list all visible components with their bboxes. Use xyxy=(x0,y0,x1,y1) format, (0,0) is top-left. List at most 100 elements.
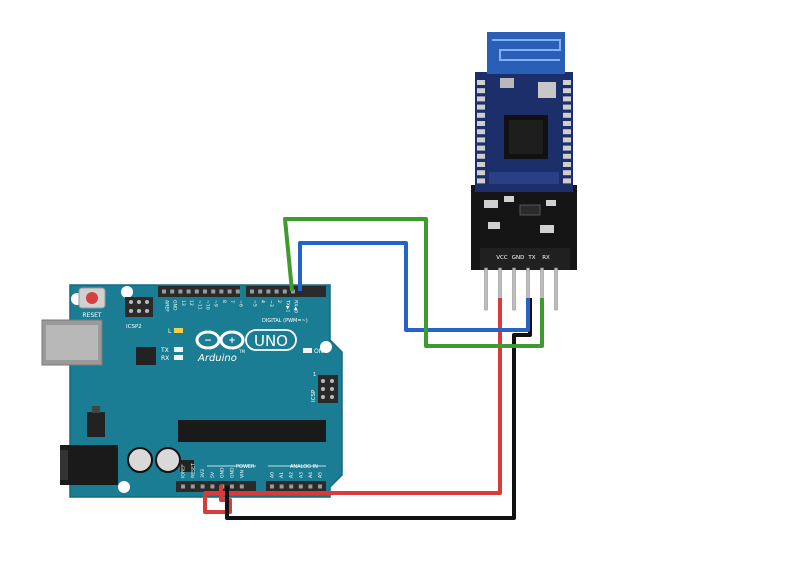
castellated-pad xyxy=(563,121,571,126)
header-pin xyxy=(194,289,199,294)
wires xyxy=(203,217,544,520)
antenna-trace xyxy=(492,39,561,61)
digital-pin-label: ~6 xyxy=(237,300,243,307)
power-pin-label: 3V3 xyxy=(200,469,206,478)
castellated-pad xyxy=(477,145,485,151)
dc-jack xyxy=(60,445,118,485)
digital-pin-label: ~9 xyxy=(213,300,219,307)
power-header xyxy=(176,481,256,492)
digital-pin-label: 12 xyxy=(188,300,194,306)
header-pin xyxy=(200,484,205,489)
castellated-pad xyxy=(477,121,485,126)
power-pin-label: GND xyxy=(230,467,236,478)
module-pins xyxy=(484,267,558,311)
header-pin xyxy=(279,484,284,489)
castellated-pad xyxy=(563,112,571,118)
digital-pin-label: 13 xyxy=(180,300,186,306)
header-pin xyxy=(162,289,166,294)
model-label: UNO xyxy=(254,332,288,350)
header-pin xyxy=(282,289,287,294)
castellated-pad xyxy=(563,153,571,159)
header-pin xyxy=(291,289,295,294)
analog-pin-label: A2 xyxy=(289,472,295,478)
board-pcb xyxy=(69,284,343,498)
svg-text:L: L xyxy=(168,328,172,335)
header-pin xyxy=(274,289,279,294)
analog-label: ANALOG IN xyxy=(290,464,318,470)
header-pin xyxy=(178,289,183,294)
header-pin xyxy=(210,484,215,489)
wire-rx-to-d3 xyxy=(283,217,544,348)
header-pin xyxy=(270,484,274,489)
header-pin xyxy=(211,289,216,294)
icsp-header xyxy=(318,375,338,403)
module-header-pin xyxy=(484,267,488,311)
svg-text:TM: TM xyxy=(238,349,245,354)
led-on xyxy=(303,348,312,353)
header-pin xyxy=(227,289,232,294)
power-label: POWER xyxy=(236,464,255,470)
module-header-pin xyxy=(512,267,516,311)
castellated-pad xyxy=(563,96,571,102)
power-pin-label: VIN xyxy=(239,470,245,478)
reset-label: RESET xyxy=(82,312,102,319)
led-l xyxy=(174,328,183,333)
svg-text:1: 1 xyxy=(313,372,316,378)
castellated-pad xyxy=(477,170,485,176)
digital-pin-label: 4 xyxy=(260,300,266,303)
header-pin xyxy=(170,289,175,294)
castellated-pad xyxy=(563,80,571,85)
antenna-area xyxy=(487,32,565,74)
digital-label: DIGITAL (PWM=~) xyxy=(262,318,308,324)
header-pin xyxy=(203,289,207,294)
module-pin-label: TX xyxy=(527,255,535,261)
wire-tx-to-d2 xyxy=(298,241,530,332)
header-pin xyxy=(190,484,195,489)
power-pin-label: IOREF xyxy=(181,464,187,478)
led-rx xyxy=(174,355,183,360)
mounting-hole xyxy=(121,286,133,298)
digital-pin-label: RX◀0 xyxy=(293,300,299,313)
castellated-pad xyxy=(477,178,485,184)
mounting-hole xyxy=(118,481,130,493)
digital-pin-label: GND xyxy=(172,300,178,311)
arduino-logo: − + xyxy=(195,330,245,350)
led-tx xyxy=(174,347,183,352)
mounting-hole xyxy=(320,341,332,353)
castellated-pad xyxy=(563,88,571,94)
castellated-pad xyxy=(477,162,485,167)
header-pin xyxy=(250,289,254,294)
capacitor xyxy=(127,447,153,473)
module-pin-label: VCC xyxy=(496,255,508,261)
voltage-regulator xyxy=(87,412,105,437)
wire-vcc-to-5v xyxy=(203,298,502,514)
module-pin-label: GND xyxy=(512,255,525,261)
digital-pin-label: 8 xyxy=(221,300,227,303)
usb-chip xyxy=(136,347,156,365)
analog-pin-label: A0 xyxy=(270,472,276,478)
analog-pin-label: A5 xyxy=(318,472,324,478)
module-header-pin xyxy=(554,267,558,311)
svg-text:−: − xyxy=(204,336,212,346)
digital-pin-label: 7 xyxy=(229,300,235,303)
castellated-pad xyxy=(563,162,571,167)
microcontroller-chip xyxy=(178,420,326,442)
castellated-pad xyxy=(477,153,485,159)
analog-pin-label: A1 xyxy=(279,472,285,478)
castellated-pad xyxy=(563,104,571,110)
digital-pin-label: AREF xyxy=(164,300,170,312)
header-pin xyxy=(181,484,185,489)
castellated-pad xyxy=(563,137,571,143)
analog-header xyxy=(266,481,326,492)
castellated-pad xyxy=(477,112,485,118)
castellated-pad xyxy=(477,88,485,94)
castellated-pad xyxy=(477,137,485,143)
svg-text:TX: TX xyxy=(160,347,169,354)
header-pin xyxy=(186,289,191,294)
